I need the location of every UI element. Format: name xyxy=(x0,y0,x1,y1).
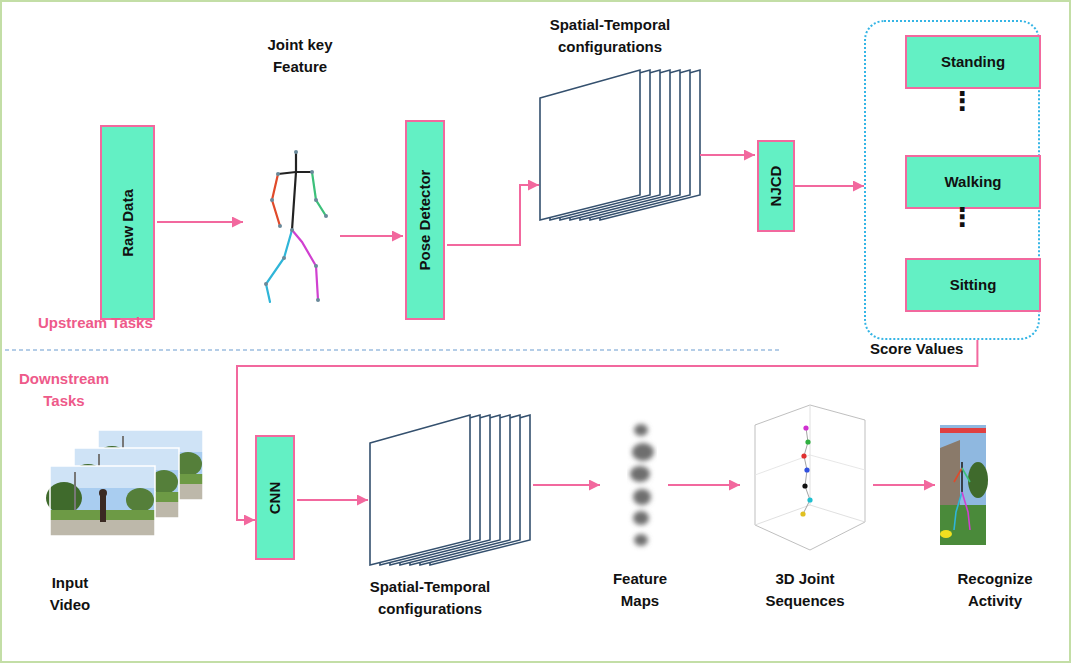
node-label: Sitting xyxy=(907,260,1039,310)
caption-label: Upstream Tasks xyxy=(38,312,153,334)
caption-label: Downstream Tasks xyxy=(14,368,114,412)
video-frames xyxy=(46,430,203,536)
flow-connector xyxy=(795,185,864,187)
caption-label: Spatial-Temporal configurations xyxy=(355,576,505,620)
caption-label: Recognize Activity xyxy=(945,568,1045,612)
activity-image xyxy=(940,425,988,545)
process-box: CNN xyxy=(255,435,295,560)
node-label: Walking xyxy=(907,157,1039,207)
node-label: Raw Data xyxy=(119,189,137,257)
ellipsis-mark: ⋮ xyxy=(949,88,975,114)
caption-label: Input Video xyxy=(40,572,100,616)
node-label: Pose Detector xyxy=(416,170,434,271)
caption-label: 3D Joint Sequences xyxy=(750,568,860,612)
process-box: Raw Data xyxy=(100,125,155,320)
class-box: Walking xyxy=(905,155,1041,209)
feature-map xyxy=(630,424,654,546)
divider-line xyxy=(5,349,780,350)
class-box: Standing xyxy=(905,35,1041,89)
node-label: CNN xyxy=(266,481,284,514)
group-box: Score ValuesStandingWalkingSitting xyxy=(864,20,1040,340)
process-box: Pose Detector xyxy=(405,120,445,320)
skeleton-figure xyxy=(264,150,328,302)
flow-arrow xyxy=(157,155,935,500)
group-heading: Score Values xyxy=(870,340,963,358)
flow-connector xyxy=(237,340,977,520)
ellipsis-mark: ⋮ xyxy=(949,204,975,230)
caption-label: Feature Maps xyxy=(600,568,680,612)
frame-stack xyxy=(540,70,700,220)
node-label: Standing xyxy=(907,37,1039,87)
process-box: NJCD xyxy=(757,140,795,232)
3d-plot xyxy=(755,405,865,550)
caption-label: Spatial-Temporal configurations xyxy=(535,14,685,58)
node-label: NJCD xyxy=(767,166,785,207)
frame-stack xyxy=(370,415,530,565)
class-box: Sitting xyxy=(905,258,1041,312)
caption-label: Joint key Feature xyxy=(250,34,350,78)
